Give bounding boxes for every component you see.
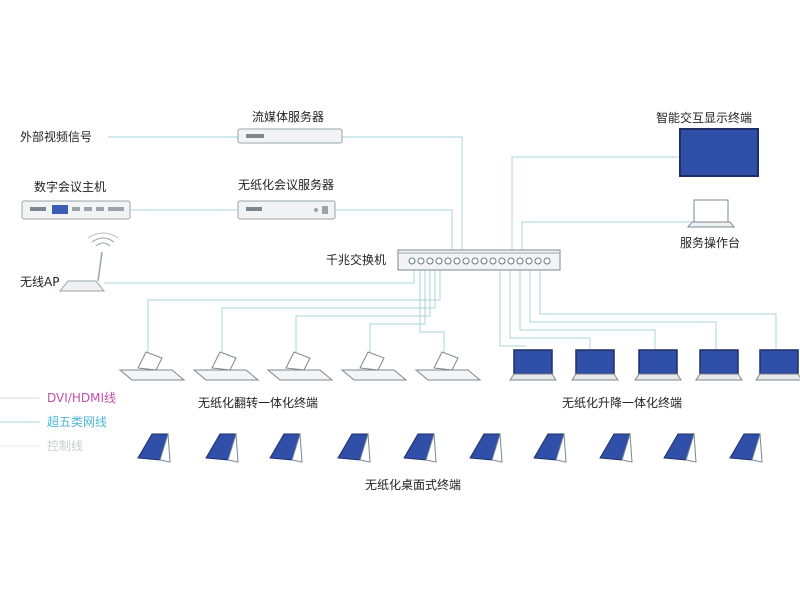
desktop-terminal	[337, 433, 371, 463]
streaming-server-device	[237, 128, 343, 144]
switch-port	[453, 257, 461, 265]
gigabit-switch-label: 千兆交换机	[326, 253, 387, 267]
flip-terminal	[118, 351, 186, 381]
legend-lines	[0, 397, 40, 447]
smart-display-label: 智能交互显示终端	[656, 111, 753, 125]
smart-display-device	[679, 128, 759, 177]
switch-port	[498, 257, 506, 265]
switch-port	[534, 257, 542, 265]
streaming-server-label: 流媒体服务器	[252, 110, 325, 124]
lift-terminal	[695, 349, 743, 381]
switch-port	[525, 257, 533, 265]
desktop-terminal	[729, 433, 763, 463]
flip-terminal-label: 无纸化翻转一体化终端	[198, 396, 319, 410]
switch-port	[543, 257, 551, 265]
paperless-server-device	[237, 200, 336, 220]
lift-terminal	[509, 349, 557, 381]
flip-terminal	[414, 351, 482, 381]
switch-ports	[408, 257, 551, 265]
switch-port	[480, 257, 488, 265]
legend-cat5e-label: 超五类网线	[47, 415, 108, 429]
digital-host-device	[21, 200, 131, 220]
switch-port	[444, 257, 452, 265]
switch-port	[516, 257, 524, 265]
lift-terminals	[509, 349, 800, 381]
service-console-label: 服务操作台	[680, 236, 741, 250]
flip-terminal	[340, 351, 408, 381]
flip-terminal	[266, 351, 334, 381]
desktop-terminal	[137, 433, 171, 463]
switch-port	[462, 257, 470, 265]
desktop-terminal	[403, 433, 437, 463]
flip-terminal	[192, 351, 260, 381]
switch-port	[471, 257, 479, 265]
legend-control-label: 控制线	[47, 439, 84, 453]
desktop-terminal	[469, 433, 503, 463]
service-console-laptop	[686, 199, 736, 228]
lift-terminal	[755, 349, 800, 381]
paperless-server-label: 无纸化会议服务器	[238, 178, 335, 192]
switch-port	[435, 257, 443, 265]
desktop-terminal	[205, 433, 239, 463]
digital-host-label: 数字会议主机	[34, 180, 107, 194]
lift-terminal	[634, 349, 682, 381]
switch-port	[417, 257, 425, 265]
switch-port	[489, 257, 497, 265]
external-video-label: 外部视频信号	[20, 130, 93, 144]
connection-lines	[104, 136, 777, 355]
lift-terminal-label: 无纸化升降一体化终端	[562, 396, 683, 410]
wireless-ap-label: 无线AP	[20, 275, 60, 289]
desktop-terminal	[663, 433, 697, 463]
wireless-ap-device	[58, 232, 119, 292]
desktop-terminals	[137, 433, 763, 463]
legend-dvi-label: DVI/HDMI线	[47, 391, 116, 405]
switch-port	[426, 257, 434, 265]
desktop-terminal	[269, 433, 303, 463]
desktop-terminal	[533, 433, 567, 463]
gigabit-switch-device	[397, 249, 561, 271]
flip-terminals	[118, 351, 482, 381]
lift-terminal	[571, 349, 619, 381]
switch-port	[507, 257, 515, 265]
switch-port	[408, 257, 416, 265]
desktop-terminal	[599, 433, 633, 463]
desktop-terminal-label: 无纸化桌面式终端	[365, 478, 462, 492]
